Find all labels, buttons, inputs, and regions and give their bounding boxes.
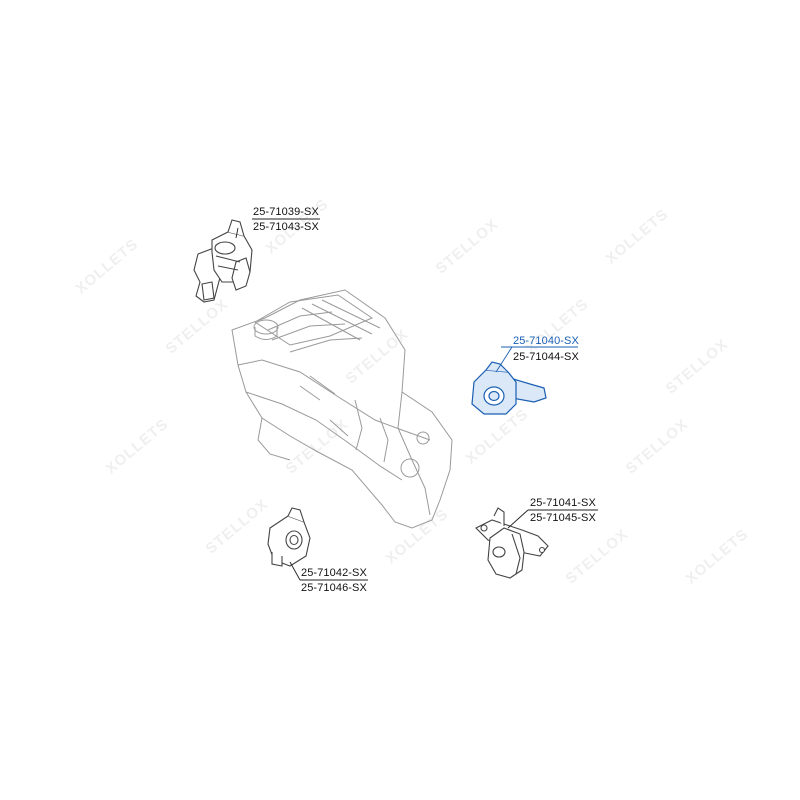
watermark-text: STELLOX: [622, 416, 691, 478]
engine-mount-lower-right[interactable]: [475, 507, 549, 579]
watermark-text: XOLLETS: [462, 406, 531, 468]
part-code-primary-right[interactable]: 25-71040-SX: [513, 335, 579, 347]
part-code-primary-top-left[interactable]: 25-71039-SX: [253, 206, 319, 218]
engine-mount-right[interactable]: [471, 361, 547, 415]
engine-block-illustration: [231, 289, 453, 529]
watermark-text: XOLLETS: [102, 416, 171, 478]
part-code-alt-bottom[interactable]: 25-71046-SX: [301, 582, 367, 594]
watermark-text: STELLOX: [342, 326, 411, 388]
part-code-primary-bottom[interactable]: 25-71042-SX: [301, 567, 367, 579]
leader-lines: [235, 218, 598, 581]
watermark-text: STELLOX: [162, 296, 231, 358]
leader-top-left: [235, 227, 239, 239]
watermark-text: XOLLETS: [682, 526, 751, 588]
part-code-alt-lower-right[interactable]: 25-71045-SX: [530, 512, 596, 524]
engine-mount-top-left[interactable]: [193, 219, 253, 303]
watermark-text: XOLLETS: [72, 236, 141, 298]
part-code-alt-top-left[interactable]: 25-71043-SX: [253, 221, 319, 233]
watermark-text: XOLLETS: [602, 206, 671, 268]
watermark-text: XOLLETS: [522, 296, 591, 358]
engine-mount-bottom[interactable]: [267, 507, 311, 567]
watermark-text: STELLOX: [662, 336, 731, 398]
watermark-text: STELLOX: [282, 416, 351, 478]
watermark-text: STELLOX: [202, 496, 271, 558]
part-code-primary-lower-right[interactable]: 25-71041-SX: [530, 497, 596, 509]
watermark-text: STELLOX: [432, 216, 501, 278]
watermark-text: STELLOX: [562, 526, 631, 588]
part-code-alt-right[interactable]: 25-71044-SX: [513, 351, 579, 363]
watermark-text: XOLLETS: [382, 506, 451, 568]
